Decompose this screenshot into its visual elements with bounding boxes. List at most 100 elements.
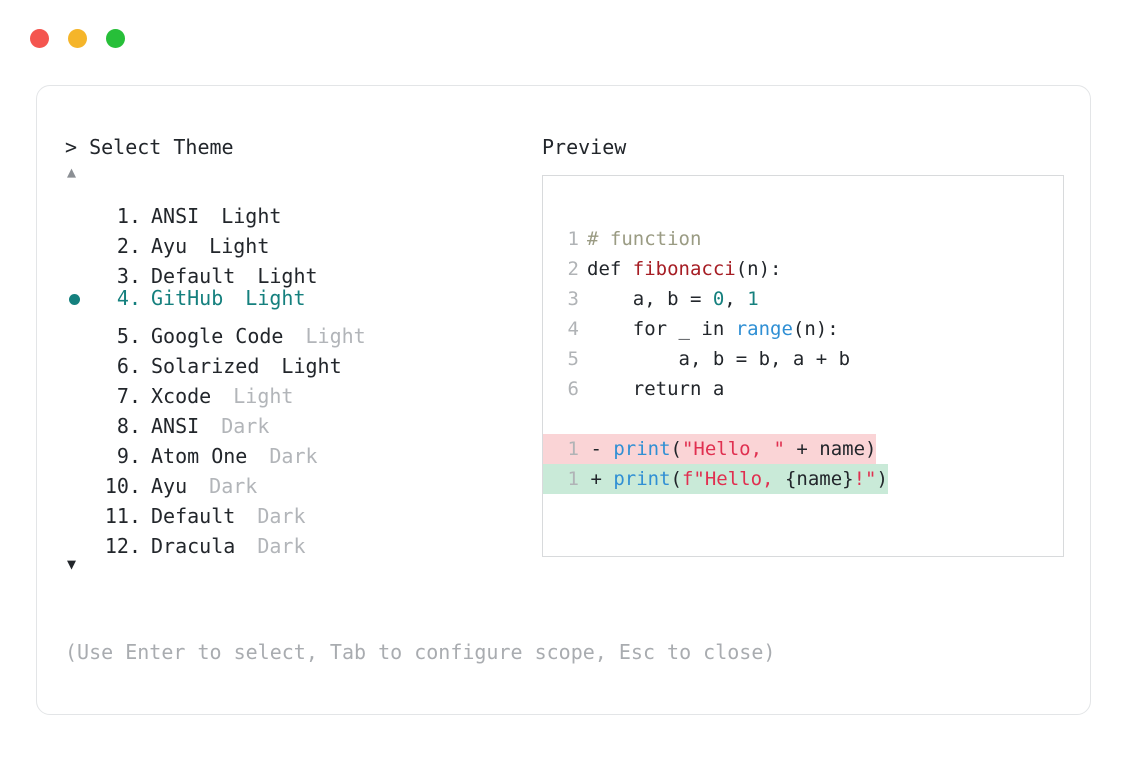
selection-bullet-slot [65, 463, 95, 493]
code-token: for _ in [587, 318, 736, 340]
code-token: # function [587, 228, 702, 250]
theme-variant: Dark [257, 504, 306, 528]
selected-bullet-icon [69, 294, 80, 305]
window-controls [30, 29, 125, 48]
diff-added-line: 1 + print(f"Hello, {name}!") [543, 464, 888, 494]
theme-list-item[interactable]: 8. ANSI Dark [65, 403, 505, 438]
theme-name: Atom One [151, 444, 248, 468]
theme-index: 8. [116, 414, 141, 438]
selection-bullet-slot [65, 223, 95, 253]
maximize-icon[interactable] [106, 29, 125, 48]
spacer [235, 531, 257, 561]
theme-index: 3. [116, 264, 141, 288]
theme-index: 4. [116, 286, 141, 310]
code-source: # function [579, 224, 701, 254]
code-token: "Hello, " [681, 438, 785, 460]
spacer [211, 381, 233, 411]
code-source: a, b = 0, 1 [579, 284, 759, 314]
theme-variant: Dark [209, 474, 258, 498]
code-token: def [587, 258, 633, 280]
code-token: , [724, 288, 748, 310]
theme-list-item[interactable]: 12.Dracula Dark [65, 523, 505, 558]
line-number: 6 [567, 378, 579, 400]
theme-list-item[interactable]: 10.Ayu Dark [65, 463, 505, 498]
spacer [223, 283, 245, 313]
code-source: a, b = b, a + b [579, 344, 851, 374]
code-source: for _ in range(n): [579, 314, 839, 344]
theme-index: 9. [116, 444, 141, 468]
code-line: 5 a, b = b, a + b [543, 344, 1063, 374]
minimize-icon[interactable] [68, 29, 87, 48]
theme-list-item[interactable]: 9.Atom One Dark [65, 433, 505, 468]
theme-name: ANSI [151, 204, 200, 228]
theme-list-item[interactable]: 7.Xcode Light [65, 373, 505, 408]
theme-list-item[interactable]: 11. Default Dark [65, 493, 505, 528]
theme-variant: Light [245, 286, 306, 310]
code-token: print [613, 468, 671, 490]
theme-name: Solarized [151, 354, 260, 378]
theme-index: 2. [116, 234, 141, 258]
code-token: (n): [735, 258, 782, 280]
theme-name: Default [151, 504, 236, 528]
code-line: 2 def fibonacci(n): [543, 254, 1063, 284]
theme-list-item[interactable]: 4. GitHub Light [65, 283, 505, 313]
code-token: 1 [747, 288, 759, 310]
code-line: 4 for _ in range(n): [543, 314, 1063, 344]
theme-index: 6. [116, 354, 141, 378]
diff-line: 1 + print(f"Hello, {name}!") [543, 464, 1063, 494]
theme-list-item[interactable]: 6. Solarized Light [65, 343, 505, 378]
scroll-up-indicator[interactable]: ▲ [67, 163, 77, 181]
diff-removed-line: 1 - print("Hello, " + name) [543, 434, 877, 464]
selection-bullet-slot [65, 433, 95, 463]
spacer [199, 201, 221, 231]
spacer [259, 351, 281, 381]
spacer [283, 321, 305, 351]
spacer [235, 501, 257, 531]
code-source: print(f"Hello, {name}!") [613, 464, 888, 494]
line-number: 2 [567, 258, 579, 280]
code-source: return a [579, 374, 725, 404]
theme-variant: Light [221, 204, 282, 228]
code-token: ( [670, 468, 682, 490]
theme-list-item[interactable]: 2.Ayu Light [65, 223, 505, 258]
theme-name: GitHub [151, 286, 224, 310]
code-token: fibonacci [632, 258, 736, 280]
theme-index: 11. [104, 504, 141, 528]
theme-variant: Light [281, 354, 342, 378]
code-line: 6 return a [543, 374, 1063, 404]
theme-name: Ayu [151, 234, 188, 258]
line-number: 5 [567, 348, 579, 370]
theme-variant: Dark [221, 414, 270, 438]
theme-name: Xcode [151, 384, 212, 408]
selection-bullet-slot [65, 313, 95, 343]
theme-index: 12. [104, 534, 141, 558]
theme-name: ANSI [151, 414, 200, 438]
code-line: 1# function [543, 224, 1063, 254]
theme-list-item[interactable]: 1. ANSI Light [65, 193, 505, 228]
spacer [187, 471, 209, 501]
selection-bullet-slot [65, 193, 95, 223]
theme-name: Google Code [151, 324, 284, 348]
diff-sign: - [579, 438, 614, 460]
line-number: 4 [567, 318, 579, 340]
close-icon[interactable] [30, 29, 49, 48]
selection-bullet-slot [65, 253, 95, 283]
theme-list-item[interactable]: 3.Default Light [65, 253, 505, 288]
code-token: a, b = [587, 288, 713, 310]
theme-name: Default [151, 264, 236, 288]
theme-index: 1. [116, 204, 141, 228]
code-token: ( [670, 438, 682, 460]
scroll-down-indicator[interactable]: ▼ [67, 555, 77, 573]
spacer [247, 441, 269, 471]
preview-title: Preview [542, 135, 627, 159]
selection-bullet-slot [65, 523, 95, 553]
theme-list-item[interactable]: 5.Google Code Light [65, 313, 505, 348]
code-token: print [613, 438, 671, 460]
code-token: 0 [712, 288, 725, 310]
code-blank-line [543, 404, 1063, 434]
